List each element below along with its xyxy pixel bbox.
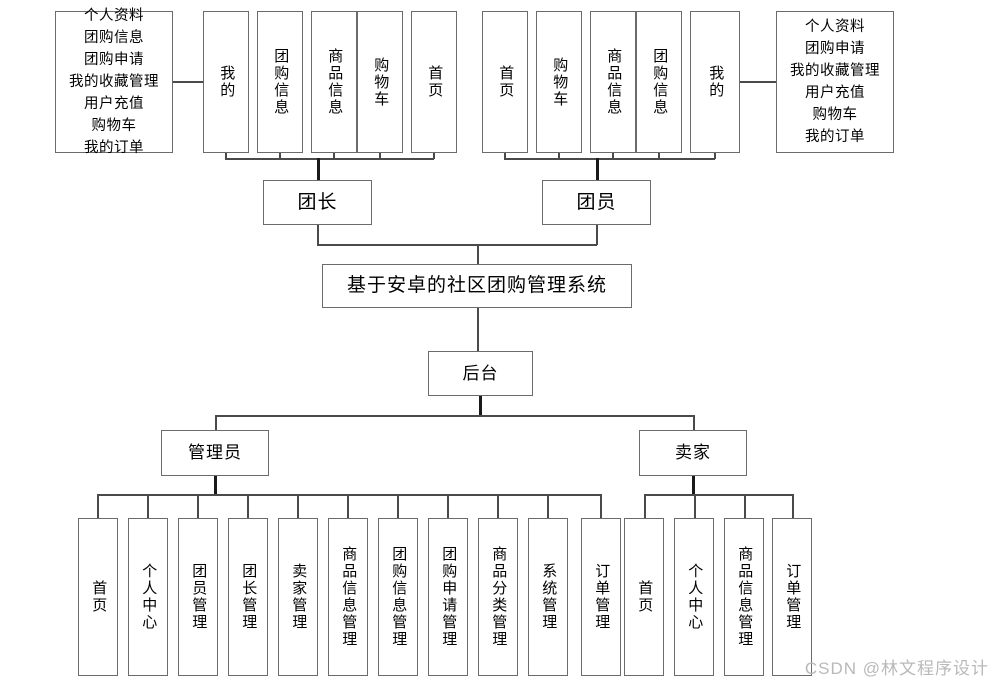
- admin-box[interactable]: 管理员: [161, 430, 269, 476]
- stub-seller-up: [693, 415, 695, 431]
- admin-menu-item-4[interactable]: 卖家管理: [278, 518, 318, 676]
- stub-leader-menu-3: [379, 153, 381, 159]
- stub-admin-child-0: [97, 494, 99, 518]
- bus-roles: [317, 244, 597, 246]
- stub-leader-menu-2: [333, 153, 335, 159]
- bus-member-menu: [504, 158, 715, 160]
- stub-seller-child-3: [792, 494, 794, 518]
- admin-menu-item-2[interactable]: 团员管理: [178, 518, 218, 676]
- bus-leader-menu: [225, 158, 434, 160]
- csdn-watermark: CSDN @林文程序设计: [804, 659, 989, 678]
- bus-backend-children: [215, 415, 694, 417]
- admin-menu-item-5[interactable]: 商品信息管理: [328, 518, 368, 676]
- role-member-box[interactable]: 团员: [542, 180, 651, 225]
- leader-menu-item-4[interactable]: 首页: [411, 11, 457, 153]
- leader-menu-item-0[interactable]: 我的: [203, 11, 249, 153]
- leader-detail-panel: 个人资料 团购信息 团购申请 我的收藏管理 用户充值 购物车 我的订单: [55, 8, 173, 156]
- admin-menu-item-7[interactable]: 团购申请管理: [428, 518, 468, 676]
- connector-bus-to-root: [477, 244, 479, 264]
- connector-leader-panel-to-menu: [173, 81, 203, 83]
- connector-seller-down: [692, 476, 695, 495]
- stub-leader-menu-4: [433, 153, 435, 159]
- stub-admin-child-7: [447, 494, 449, 518]
- admin-menu-item-9[interactable]: 系统管理: [528, 518, 568, 676]
- leader-menu-item-1[interactable]: 团购信息: [257, 11, 303, 153]
- seller-box[interactable]: 卖家: [639, 430, 747, 476]
- member-menu-item-1[interactable]: 购物车: [536, 11, 582, 153]
- stub-member-menu-3: [658, 153, 660, 159]
- member-menu-item-0[interactable]: 首页: [482, 11, 528, 153]
- stub-admin-child-10: [600, 494, 602, 518]
- stub-admin-child-8: [497, 494, 499, 518]
- connector-bus-to-member: [596, 158, 599, 181]
- connector-bus-to-leader: [317, 158, 320, 181]
- bus-admin-children: [97, 494, 601, 496]
- stub-seller-child-2: [744, 494, 746, 518]
- member-detail-panel: 个人资料 团购申请 我的收藏管理 用户充值 购物车 我的订单: [776, 11, 894, 153]
- stub-admin-child-6: [397, 494, 399, 518]
- stub-seller-child-1: [694, 494, 696, 518]
- connector-root-to-backend: [477, 308, 479, 351]
- leader-menu-item-3[interactable]: 购物车: [357, 11, 403, 153]
- admin-menu-item-3[interactable]: 团长管理: [228, 518, 268, 676]
- stub-admin-up: [215, 415, 217, 431]
- stub-admin-child-2: [197, 494, 199, 518]
- stub-leader-menu-0: [225, 153, 227, 159]
- seller-menu-item-3[interactable]: 订单管理: [772, 518, 812, 676]
- bus-seller-children: [644, 494, 793, 496]
- stub-leader-down: [317, 225, 319, 245]
- admin-menu-item-1[interactable]: 个人中心: [128, 518, 168, 676]
- stub-admin-child-4: [297, 494, 299, 518]
- admin-menu-item-10[interactable]: 订单管理: [581, 518, 621, 676]
- stub-leader-menu-1: [279, 153, 281, 159]
- admin-menu-item-0[interactable]: 首页: [78, 518, 118, 676]
- stub-admin-child-3: [247, 494, 249, 518]
- member-menu-item-4[interactable]: 我的: [690, 11, 740, 153]
- member-menu-item-3[interactable]: 团购信息: [636, 11, 682, 153]
- stub-member-menu-4: [714, 153, 716, 159]
- stub-member-menu-1: [558, 153, 560, 159]
- connector-member-panel-to-menu: [740, 81, 776, 83]
- stub-member-menu-2: [612, 153, 614, 159]
- admin-menu-item-6[interactable]: 团购信息管理: [378, 518, 418, 676]
- stub-admin-child-1: [147, 494, 149, 518]
- connector-backend-down: [479, 396, 482, 416]
- seller-menu-item-0[interactable]: 首页: [624, 518, 664, 676]
- admin-menu-item-8[interactable]: 商品分类管理: [478, 518, 518, 676]
- stub-member-down: [596, 225, 598, 245]
- leader-menu-item-2[interactable]: 商品信息: [311, 11, 357, 153]
- seller-menu-item-2[interactable]: 商品信息管理: [724, 518, 764, 676]
- backend-box[interactable]: 后台: [428, 351, 533, 396]
- stub-admin-child-9: [547, 494, 549, 518]
- stub-seller-child-0: [644, 494, 646, 518]
- connector-admin-down: [214, 476, 217, 495]
- seller-menu-item-1[interactable]: 个人中心: [674, 518, 714, 676]
- stub-member-menu-0: [504, 153, 506, 159]
- member-menu-item-2[interactable]: 商品信息: [590, 11, 636, 153]
- stub-admin-child-5: [347, 494, 349, 518]
- role-leader-box[interactable]: 团长: [263, 180, 372, 225]
- system-root-box[interactable]: 基于安卓的社区团购管理系统: [322, 264, 632, 308]
